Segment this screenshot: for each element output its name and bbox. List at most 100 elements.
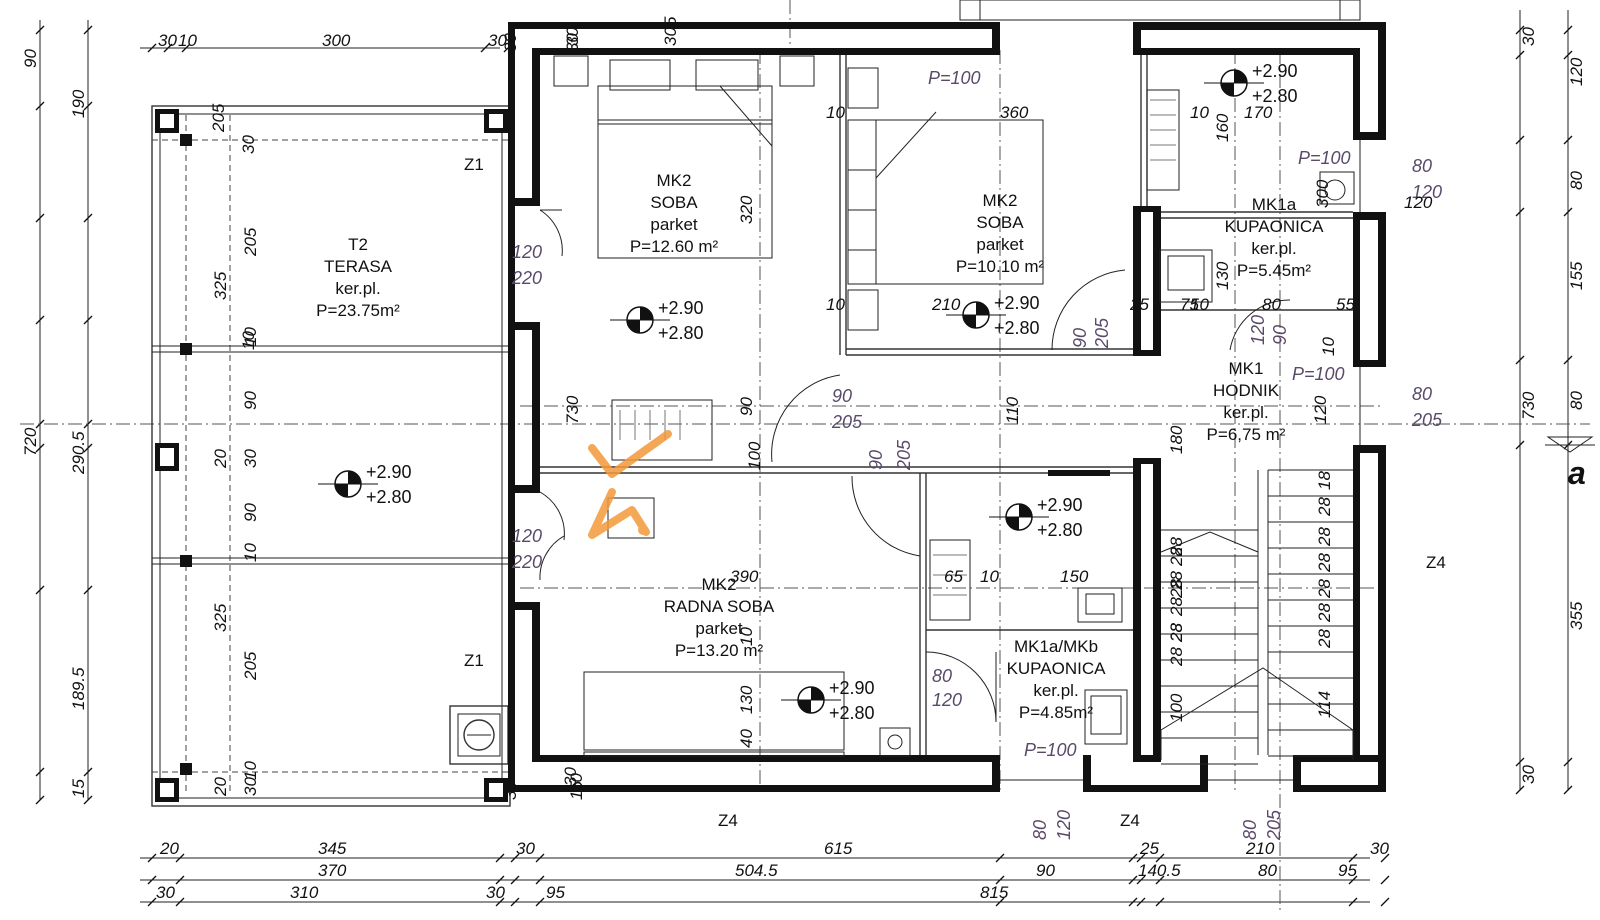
level-bottom: +2.80 [366, 487, 412, 507]
dim-label: 130 [737, 685, 756, 714]
dim-label: 15 [567, 781, 586, 800]
opening-label: 80 [1412, 384, 1432, 404]
dim-label: 110 [1003, 396, 1022, 424]
dim-label: 30 [561, 767, 580, 786]
dim-label: 100 [1167, 693, 1186, 722]
room-area: P=10.10 m² [956, 257, 1045, 276]
dim-label: 210 [931, 295, 961, 314]
dim-label: 10 [1319, 337, 1338, 356]
opening-label: 220 [511, 268, 542, 288]
dim-label: 30 [239, 135, 258, 154]
walls [508, 22, 1386, 792]
opening-label: P=100 [928, 68, 981, 88]
dim-label: 720 [21, 427, 40, 456]
dim-label: 10 [241, 327, 260, 346]
dim-label: 30 [563, 27, 582, 46]
level-bottom: +2.80 [829, 703, 875, 723]
dim-label: 210 [1245, 839, 1275, 858]
dim-label: 815 [980, 883, 1009, 902]
dim-label: 65 [944, 567, 963, 586]
dim-label: 30 [661, 27, 680, 46]
room-code: MK2 [983, 191, 1018, 210]
dim-label: 160 [1213, 113, 1232, 142]
dim-label: 28 [1167, 547, 1186, 567]
watermark-logo [588, 430, 672, 539]
opening-label: 220 [511, 552, 542, 572]
dim-label: 30 [1519, 765, 1538, 784]
opening-label: 80 [1412, 156, 1432, 176]
room-code: MK1 [1229, 359, 1264, 378]
opening-label: 205 [1092, 317, 1112, 349]
dim-label: 30 [1519, 27, 1538, 46]
dim-label: 28 [1167, 647, 1186, 667]
dim-label: 80 [1258, 861, 1277, 880]
dim-label: 10 [241, 761, 260, 780]
level-symbol [989, 503, 1049, 531]
dim-label: 28 [1167, 597, 1186, 617]
dim-label: 30 [156, 883, 175, 902]
dim-label: 345 [318, 839, 347, 858]
dim-label: 80 [1262, 295, 1281, 314]
room-name: SOBA [650, 193, 698, 212]
dim-label: 95 [1338, 861, 1357, 880]
level-top: +2.90 [994, 293, 1040, 313]
dim-label: 25 [1129, 295, 1149, 314]
dim-label: 180 [1167, 425, 1186, 454]
room-name: SOBA [976, 213, 1024, 232]
room-area: P=5.45m² [1237, 261, 1312, 280]
dimension-lines [20, 0, 1590, 910]
dim-label: 10 [241, 543, 260, 562]
zone-label: Z4 [1426, 553, 1446, 572]
dim-label: 28 [1167, 623, 1186, 643]
dim-label: 30 [516, 839, 535, 858]
dim-label: 28 [1315, 497, 1334, 517]
level-top: +2.90 [1252, 61, 1298, 81]
dim-label: 310 [290, 883, 319, 902]
dim-label: 90 [1036, 861, 1055, 880]
dim-label: 90 [241, 391, 260, 410]
dim-label: 30 [158, 31, 177, 50]
dim-label: 28 [1315, 629, 1334, 649]
dim-label: 325 [211, 603, 230, 632]
dim-label: 28 [1315, 579, 1334, 599]
dim-label: 28 [1167, 579, 1186, 599]
dim-label: 90 [737, 397, 756, 416]
room-name: HODNIK [1213, 381, 1280, 400]
level-top: +2.90 [829, 678, 875, 698]
opening-label: 120 [932, 690, 962, 710]
dim-label: 10 [980, 567, 999, 586]
level-bottom: +2.80 [994, 318, 1040, 338]
dim-label: 730 [1519, 391, 1538, 420]
dim-label: 120 [1567, 57, 1586, 86]
dim-label: 205 [209, 103, 228, 133]
opening-label: 120 [1412, 182, 1442, 202]
dim-label: 30 [1370, 839, 1389, 858]
dim-label: 155 [1567, 261, 1586, 290]
dim-label: 205 [241, 227, 260, 257]
door-swings [539, 209, 1291, 723]
level-symbol [781, 686, 841, 714]
room-code: MK1a [1252, 195, 1297, 214]
zone-label: Z1 [464, 651, 484, 670]
dim-label: 28 [1167, 571, 1186, 591]
dim-label: 390 [730, 567, 759, 586]
room-code: MK1a/MKb [1014, 637, 1098, 656]
room-name: TERASA [324, 257, 393, 276]
zone-label: Z4 [1120, 811, 1140, 830]
dim-label: 300 [322, 31, 351, 50]
dim-label: 75 [1180, 295, 1199, 314]
opening-label: P=100 [1298, 148, 1351, 168]
dim-label: 15 [69, 779, 88, 798]
zone-label: Z1 [464, 155, 484, 174]
dim-label: 10 [178, 31, 197, 50]
level-top: +2.90 [658, 298, 704, 318]
room-floor: ker.pl. [1251, 239, 1296, 258]
dim-label: 190 [69, 89, 88, 118]
opening-label: 205 [1264, 809, 1284, 841]
level-symbol [610, 306, 670, 334]
interior-partitions [540, 55, 1353, 755]
dim-label: 730 [563, 395, 582, 424]
room-name: RADNA SOBA [664, 597, 775, 616]
zone-label: Z4 [718, 811, 738, 830]
